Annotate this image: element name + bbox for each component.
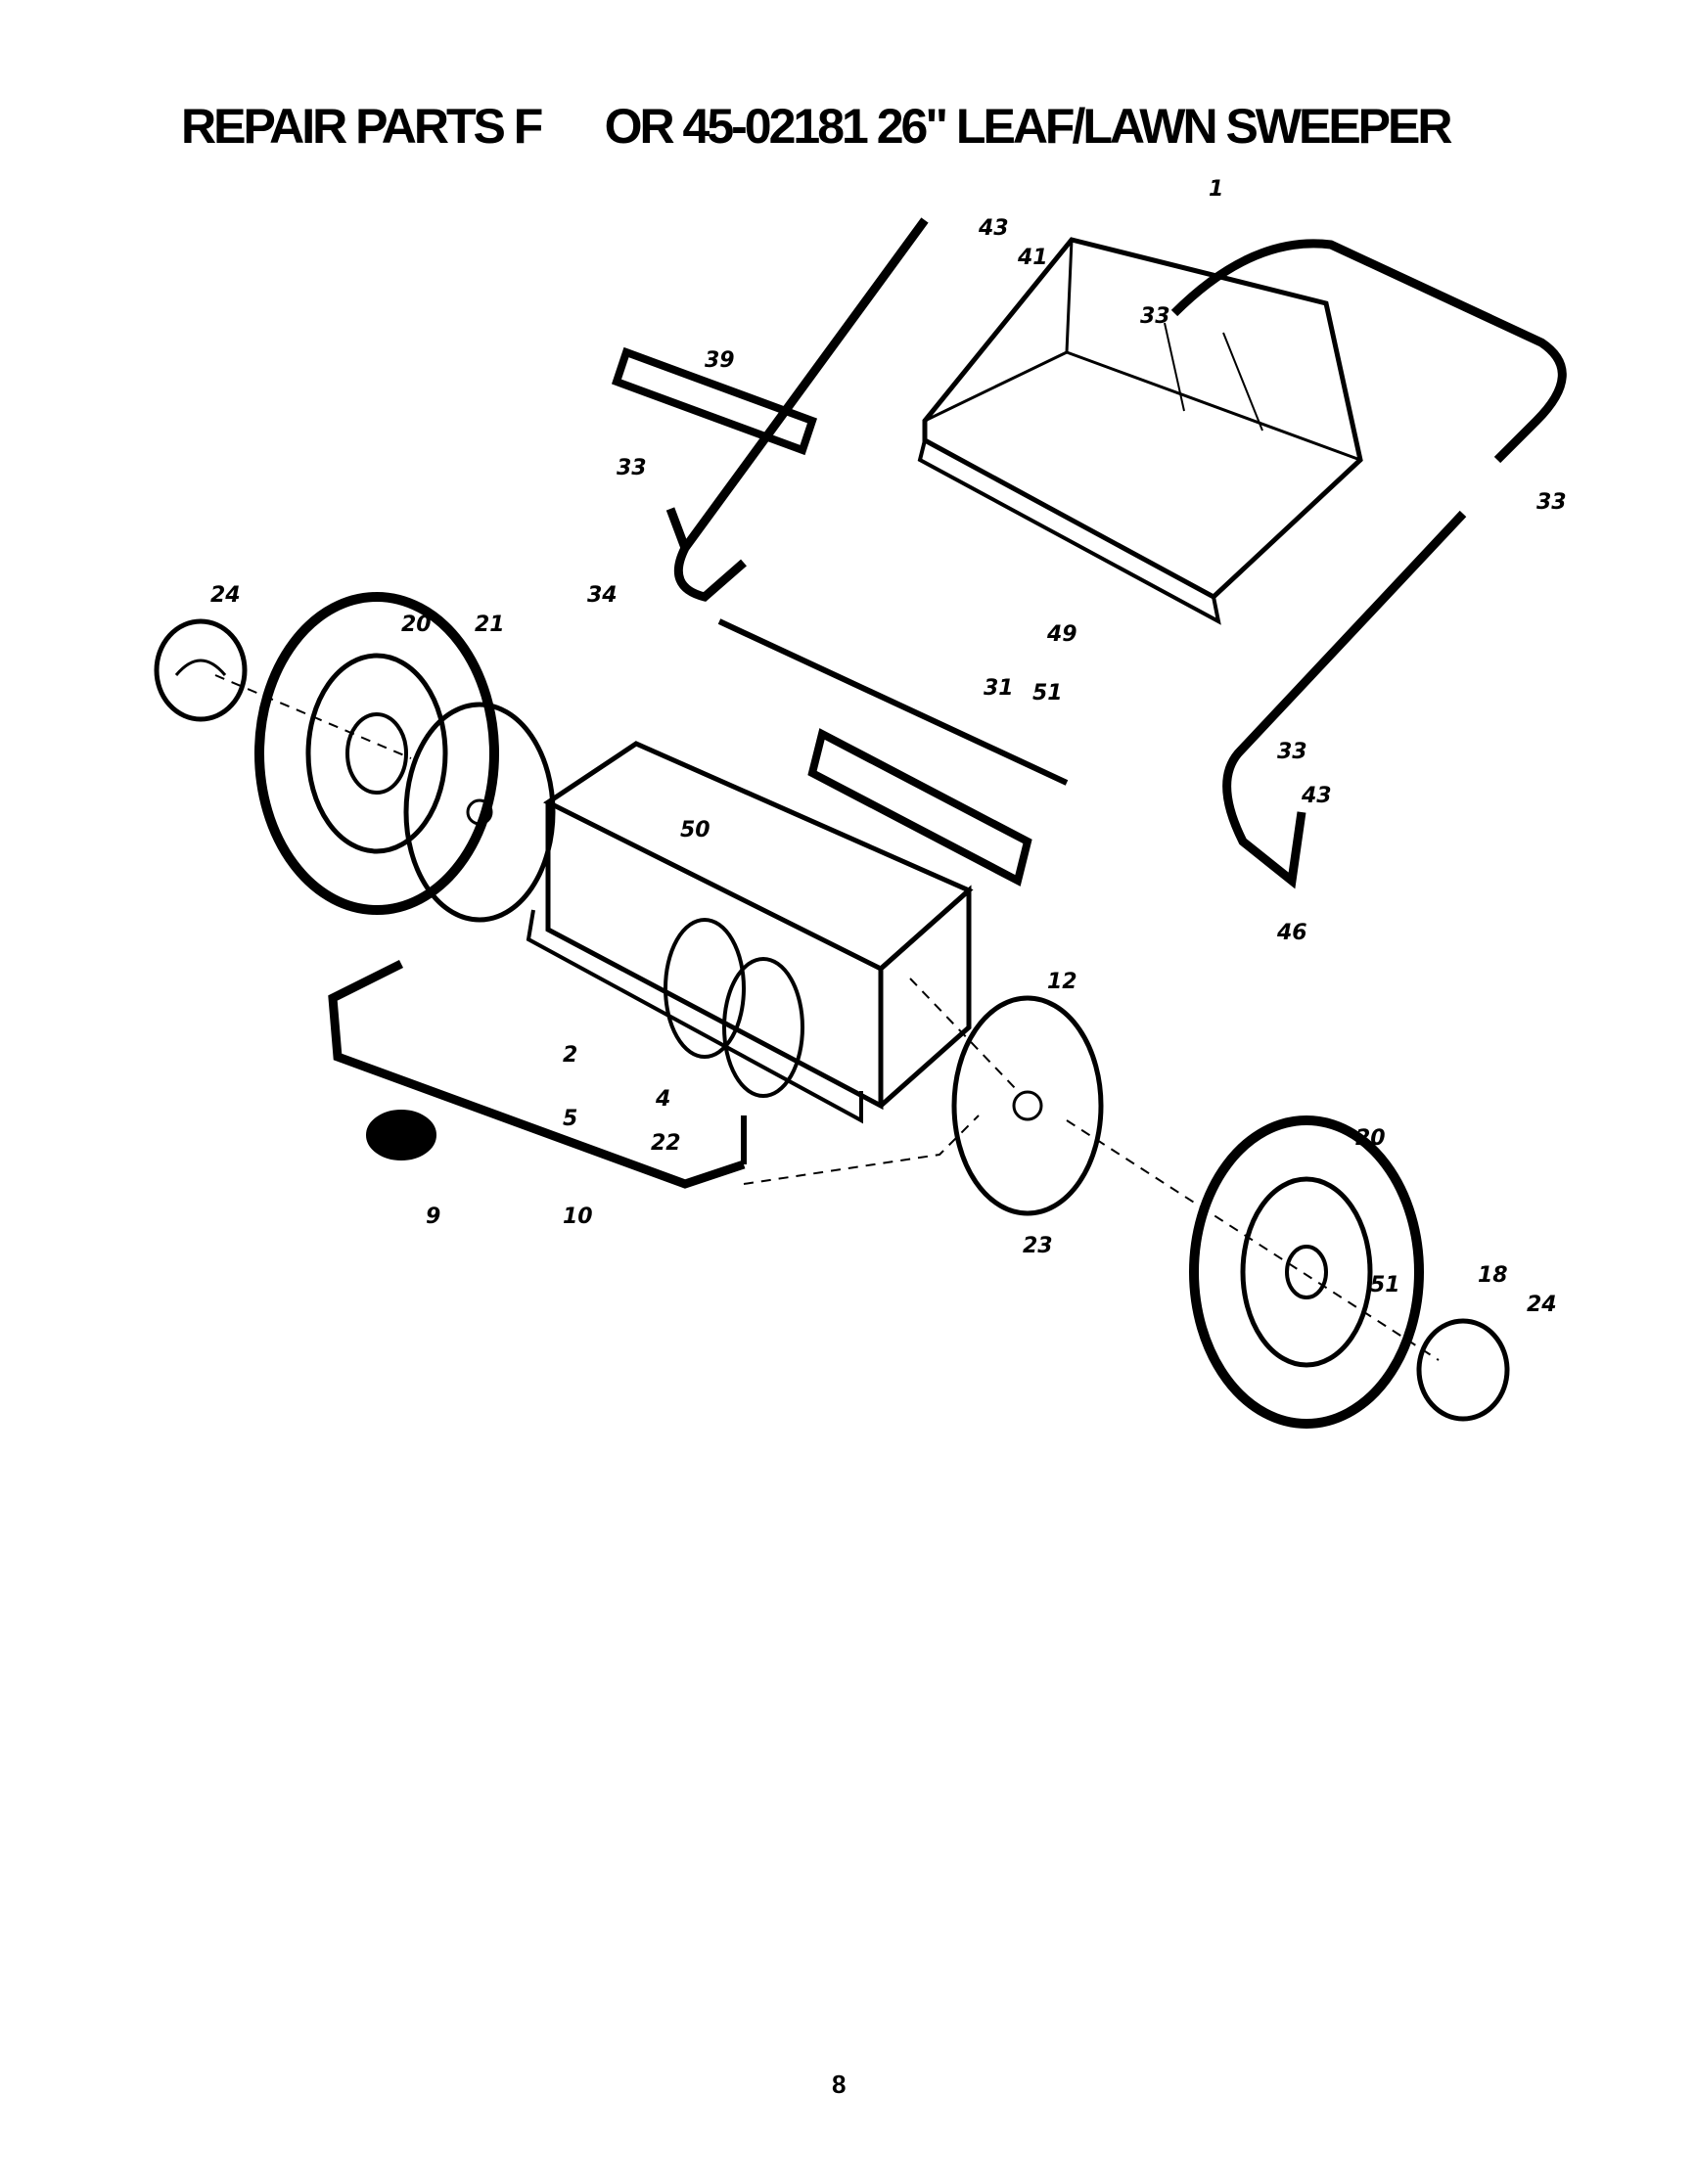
callout: 12	[1047, 970, 1077, 994]
callout: 49	[1046, 622, 1077, 647]
callout: 2	[563, 1043, 577, 1068]
callout: 31	[984, 676, 1014, 701]
callout: 4	[655, 1087, 670, 1112]
right-wheel	[1189, 1115, 1424, 1429]
main-housing	[526, 741, 974, 1124]
callout: 33	[1140, 304, 1170, 329]
left-side-plate	[403, 702, 556, 923]
callout: 34	[587, 583, 618, 608]
right-hub-cap	[1416, 1318, 1510, 1422]
right-handle	[1170, 239, 1567, 889]
callout: 33	[617, 456, 647, 480]
connection-lines	[214, 674, 1440, 1361]
callout: 46	[1276, 921, 1307, 945]
callout: 1	[1209, 177, 1223, 202]
brush-assembly	[611, 346, 1069, 887]
callout: 20	[1355, 1126, 1386, 1151]
callout-labels: 1 43 41 39 33 33 33 49 34 24 20 21 31 51…	[210, 177, 1567, 1317]
right-side-plate	[951, 995, 1104, 1216]
callout: 50	[680, 818, 710, 842]
exploded-parts-diagram: 1 43 41 39 33 33 33 49 34 24 20 21 31 51…	[154, 177, 1567, 1429]
left-wheel	[254, 592, 499, 915]
callout: 22	[651, 1131, 681, 1156]
callout: 10	[563, 1205, 593, 1229]
callout: 43	[1301, 784, 1332, 808]
callout: 51	[1370, 1273, 1400, 1297]
callout: 23	[1023, 1234, 1053, 1258]
callout: 33	[1536, 490, 1567, 515]
callout: 41	[1017, 246, 1048, 270]
grass-catcher-bag	[917, 237, 1363, 625]
callout: 51	[1032, 681, 1063, 705]
page-title: REPAIR PARTS F OR 45-02181 26" LEAF/LAWN…	[181, 99, 1452, 154]
callout: 18	[1478, 1263, 1508, 1288]
callout: 20	[401, 613, 432, 637]
callout: 21	[475, 613, 505, 637]
left-handle	[665, 217, 929, 602]
callout: 33	[1277, 740, 1307, 764]
front-bar	[328, 959, 747, 1189]
callout: 5	[563, 1107, 577, 1131]
page-number: 8	[832, 2070, 847, 2099]
callout: 24	[1527, 1293, 1557, 1317]
callout: 43	[978, 216, 1009, 241]
wheel-pad	[366, 1110, 436, 1160]
left-hub-cap	[154, 618, 248, 722]
callout: 9	[426, 1205, 440, 1229]
callout: 39	[705, 348, 735, 373]
callout: 24	[210, 583, 241, 608]
